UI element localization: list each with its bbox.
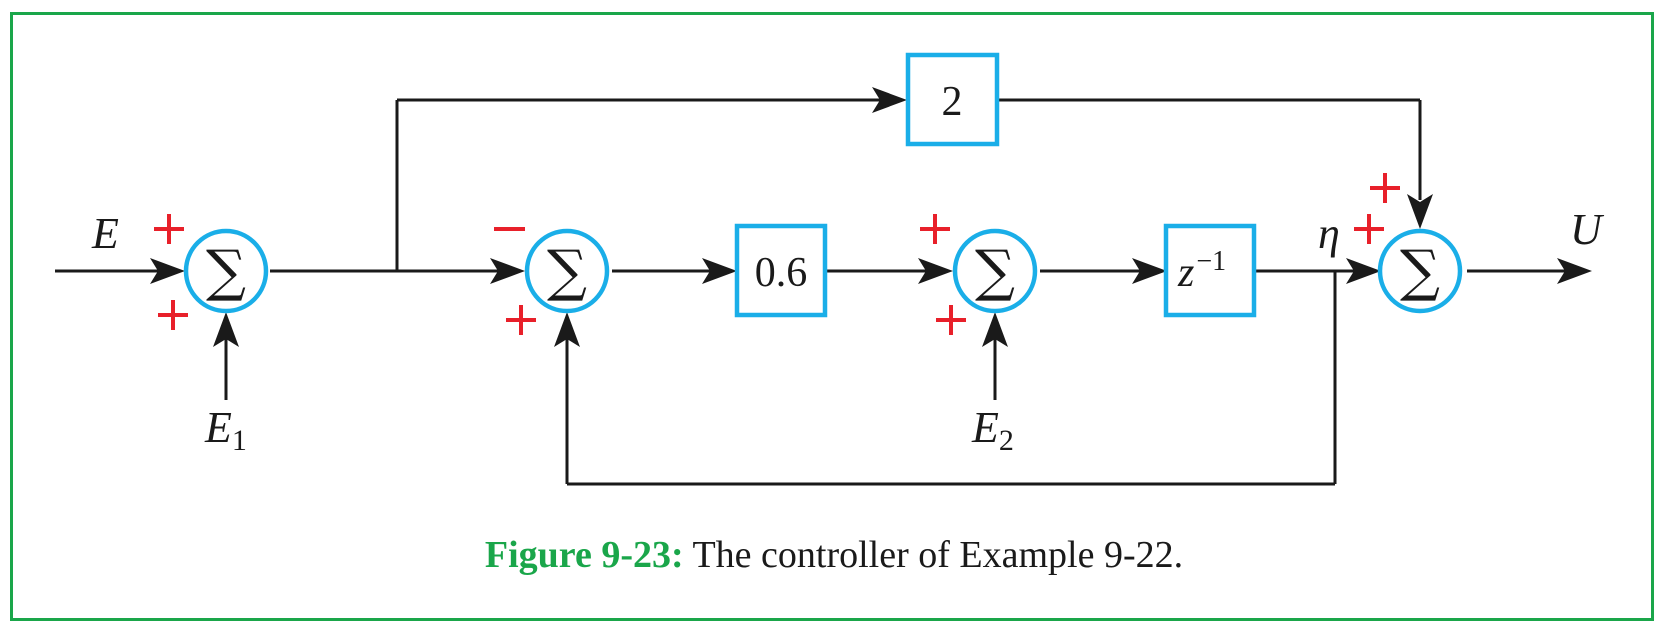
signal-label-E2-sub: 2 (999, 424, 1014, 457)
arrow-into-delay (1132, 258, 1167, 284)
delay-base: z (1177, 250, 1194, 296)
figure-frame (10, 12, 1654, 621)
sigma-1: ∑ (206, 239, 246, 304)
sign-plus-sum1-left (154, 214, 184, 244)
gain-block-2: 2 (905, 52, 1000, 147)
gain-block-06: 0.6 (734, 223, 828, 318)
summing-junction-4: ∑ (1377, 228, 1463, 314)
arrowheads (150, 87, 1592, 347)
summing-junction-3: ∑ (952, 228, 1038, 314)
sign-plus-sum3-bottom (936, 305, 966, 335)
signal-label-E2: E2 (971, 403, 1014, 457)
gain-block-2-label: 2 (942, 79, 963, 125)
arrow-into-sum1-bottom (213, 312, 239, 347)
signal-label-E1-base: E (204, 403, 232, 452)
figure-caption: Figure 9-23: The controller of Example 9… (0, 536, 1668, 574)
sign-plus-sum2-bottom (506, 305, 536, 335)
sign-plus-sum4-left (1354, 214, 1384, 244)
signal-label-E2-base: E (971, 403, 999, 452)
signal-wires (55, 98, 1565, 486)
signal-label-E1-sub: 1 (232, 424, 247, 457)
sigma-3: ∑ (975, 239, 1015, 304)
delay-exponent: −1 (1196, 246, 1226, 277)
arrow-into-sum2-left (490, 258, 525, 284)
arrow-into-sum3-left (918, 258, 953, 284)
figure-caption-label: Figure 9-23: (484, 534, 684, 576)
arrow-into-sum2-bottom (554, 312, 580, 347)
arrow-into-sum1-left (150, 258, 185, 284)
delay-block-label: z−1 (1177, 246, 1226, 296)
sigma-2: ∑ (547, 239, 587, 304)
arrow-into-sum3-bottom (982, 312, 1008, 347)
sign-plus-sum4-top (1370, 173, 1400, 203)
signal-label-eta: η (1318, 209, 1340, 258)
arrow-into-sum4-left (1346, 258, 1381, 284)
gain-block-06-label: 0.6 (755, 250, 808, 296)
summing-junction-2: ∑ (524, 228, 610, 314)
delay-block: z−1 (1163, 223, 1257, 318)
arrow-into-gain06 (702, 258, 737, 284)
signal-label-E: E (91, 209, 119, 258)
signal-label-U: U (1570, 205, 1605, 254)
figure-caption-text: The controller of Example 9-22. (683, 534, 1184, 576)
sigma-4: ∑ (1400, 239, 1440, 304)
signal-label-E1: E1 (204, 403, 247, 457)
arrow-output-U (1557, 258, 1592, 284)
summing-junction-1: ∑ (183, 228, 269, 314)
sign-plus-sum1-bottom (158, 300, 188, 330)
arrow-into-gain2 (872, 87, 907, 113)
arrow-into-sum4-top (1407, 194, 1433, 229)
sign-plus-sum3-left (920, 214, 950, 244)
